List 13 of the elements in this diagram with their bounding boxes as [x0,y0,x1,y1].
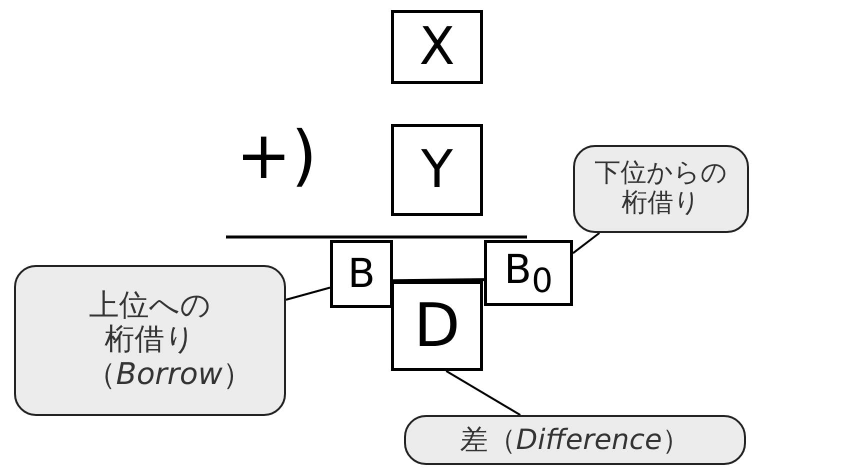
leader-line [286,286,330,301]
callout-bubble: 上位への桁借り（Borrow） [14,265,286,416]
letter-box: D [391,281,483,371]
letter-box: B$_{0}$ [484,240,573,306]
letter-box: Y [391,124,483,216]
callout-bubble: 下位からの桁借り [573,145,749,233]
connector-line [392,278,484,282]
callout-bubble: 差（Difference） [404,415,746,465]
operator-sign: +) [236,116,318,196]
leader-line [572,232,600,254]
letter-box: B [330,240,393,308]
leader-line [446,370,521,416]
letter-box: X [391,10,483,84]
